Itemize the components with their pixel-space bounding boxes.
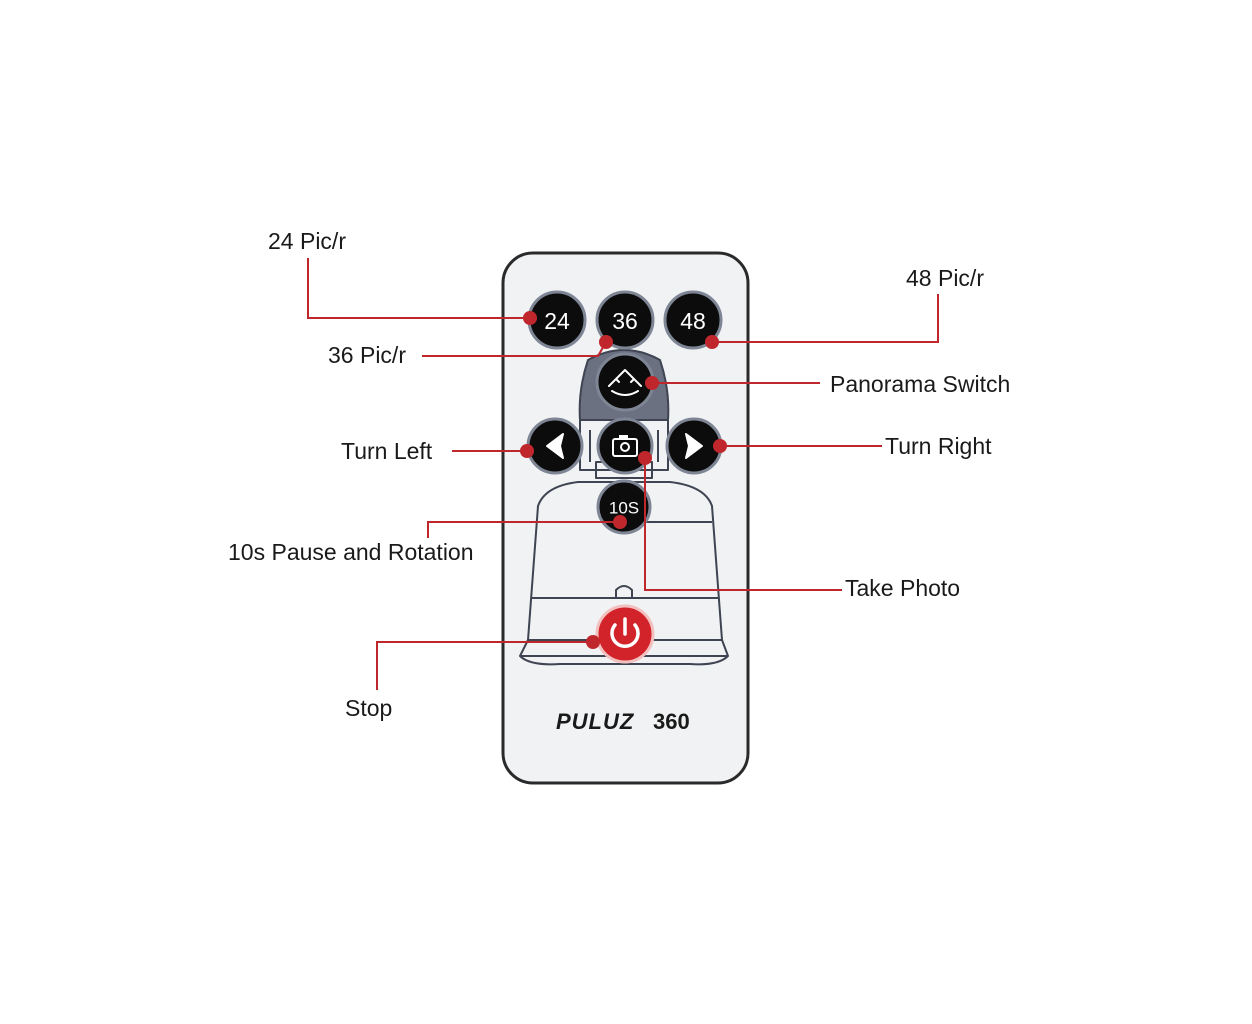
- button-36[interactable]: 36: [595, 290, 655, 350]
- chevron-left-icon: [546, 433, 564, 459]
- stop-button[interactable]: [595, 604, 655, 664]
- pause-10s-button[interactable]: 10S: [596, 479, 652, 535]
- label-turn-left: Turn Left: [341, 438, 433, 464]
- panorama-icon: [608, 369, 642, 396]
- chevron-right-icon: [685, 433, 703, 459]
- button-36-label: 36: [612, 308, 638, 334]
- camera-icon: [612, 435, 638, 457]
- button-24-label: 24: [544, 308, 570, 334]
- brand-logo: PULUZ 360: [556, 709, 690, 734]
- brand-name: PULUZ: [556, 709, 635, 734]
- label-panorama-switch: Panorama Switch: [830, 371, 1010, 397]
- turn-right-button[interactable]: [665, 417, 723, 475]
- pause-10s-label: 10S: [609, 499, 639, 518]
- label-48-pic: 48 Pic/r: [906, 265, 984, 291]
- button-24[interactable]: 24: [527, 290, 587, 350]
- panorama-button[interactable]: [595, 352, 655, 412]
- label-turn-right: Turn Right: [885, 433, 992, 459]
- label-24-pic: 24 Pic/r: [268, 228, 346, 254]
- label-10s-pause: 10s Pause and Rotation: [228, 539, 474, 565]
- button-48-label: 48: [680, 308, 706, 334]
- power-icon: [610, 617, 640, 649]
- leader-lines: [307, 258, 939, 690]
- label-stop: Stop: [345, 695, 392, 721]
- brand-model: 360: [653, 709, 690, 734]
- label-36-pic: 36 Pic/r: [328, 342, 406, 368]
- button-48[interactable]: 48: [663, 290, 723, 350]
- label-take-photo: Take Photo: [845, 575, 960, 601]
- turn-left-button[interactable]: [526, 417, 584, 475]
